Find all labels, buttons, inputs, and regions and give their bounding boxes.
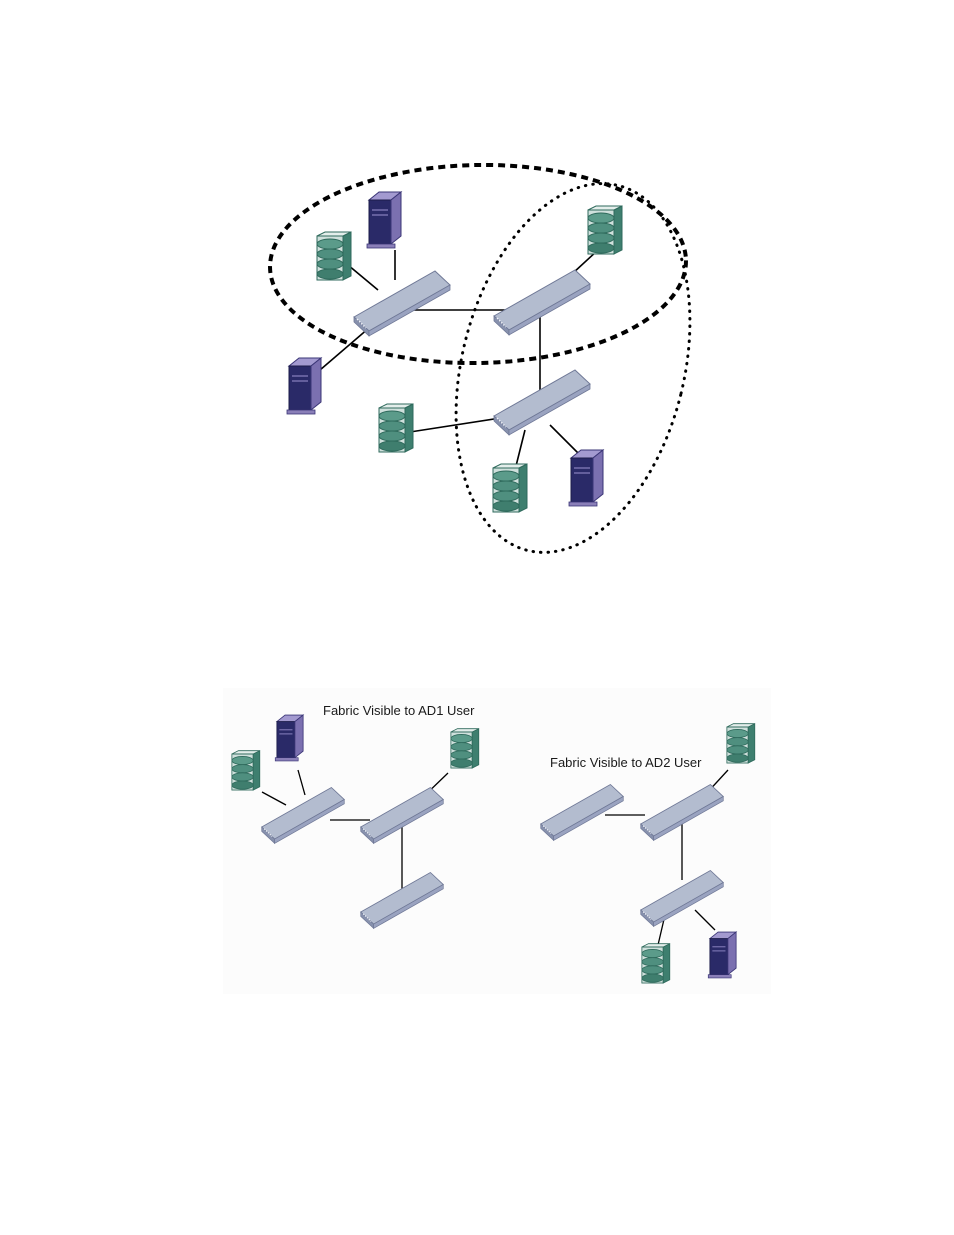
storage-array-icon: [588, 206, 622, 254]
top-diagram: [268, 159, 726, 578]
server-icon: [569, 450, 603, 506]
link: [550, 425, 580, 455]
bottom-panel: [223, 688, 771, 994]
switch-icon: [354, 271, 450, 336]
storage-array-icon: [493, 464, 527, 512]
switch-icon: [494, 270, 590, 335]
bottom-diagram: Fabric Visible to AD1 User Fabric Visibl…: [223, 688, 771, 994]
server-icon: [287, 358, 321, 414]
switch-icon: [494, 370, 590, 435]
storage-array-icon: [379, 404, 413, 452]
storage-array-icon: [642, 944, 670, 983]
storage-array-icon: [451, 729, 479, 768]
server-icon: [275, 715, 303, 761]
link: [348, 265, 378, 290]
ad2-view-label: Fabric Visible to AD2 User: [550, 755, 702, 770]
ad1-view-label: Fabric Visible to AD1 User: [323, 703, 475, 718]
storage-array-icon: [232, 751, 260, 790]
zone-ad2-dotted: [420, 159, 726, 578]
storage-array-icon: [317, 232, 351, 280]
server-icon: [708, 932, 736, 978]
storage-array-icon: [727, 724, 755, 763]
server-icon: [367, 192, 401, 248]
